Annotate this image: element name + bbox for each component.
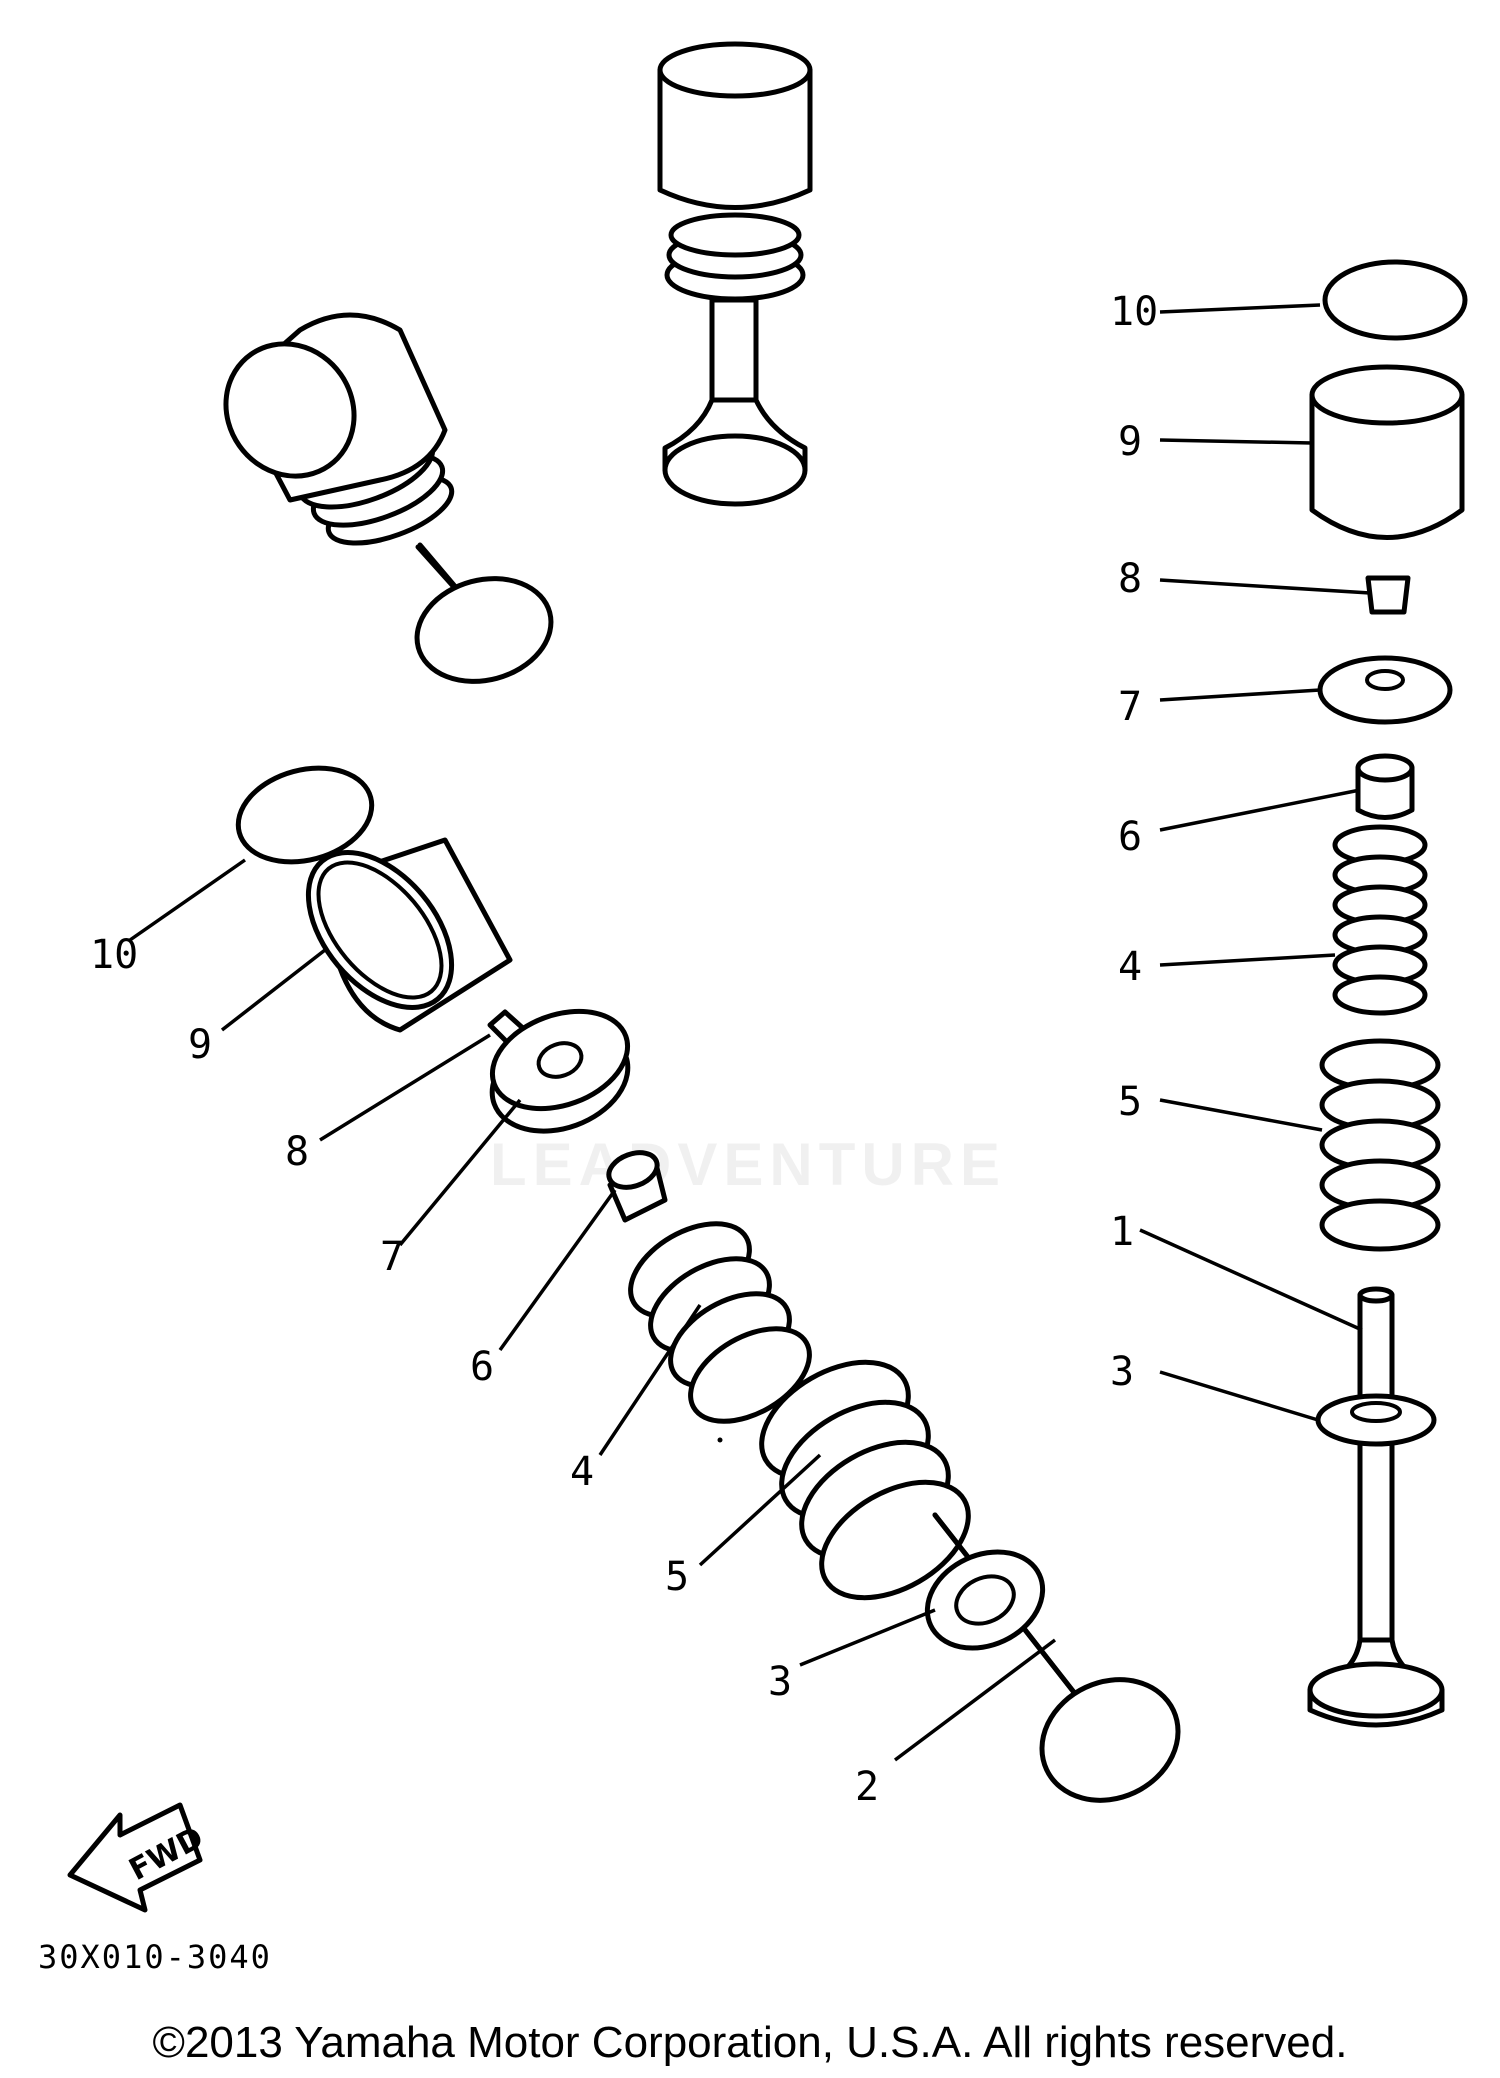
callout-2-left: 2 bbox=[855, 1764, 879, 1810]
callout-5-right: 5 bbox=[1118, 1079, 1142, 1125]
callout-6-right: 6 bbox=[1118, 814, 1142, 860]
fwd-arrow-icon: FWD bbox=[67, 1802, 209, 1913]
spring-5-right bbox=[1319, 1038, 1441, 1252]
callout-9-left: 9 bbox=[188, 1022, 212, 1068]
keeper-8-right bbox=[1365, 575, 1411, 615]
spring-4-right bbox=[1332, 824, 1428, 1016]
callout-4-left: 4 bbox=[570, 1449, 594, 1495]
callout-8-left: 8 bbox=[285, 1129, 309, 1175]
callout-3-left: 3 bbox=[768, 1659, 792, 1705]
copyright-notice: ©2013 Yamaha Motor Corporation, U.S.A. A… bbox=[152, 2018, 1348, 2067]
watermark: LEADVENTURE bbox=[490, 1131, 1007, 1198]
callout-6-left: 6 bbox=[470, 1344, 494, 1390]
drawing-code: 30X010-3040 bbox=[38, 1938, 272, 1976]
callout-7-left: 7 bbox=[380, 1234, 404, 1280]
seat-3-left bbox=[924, 1549, 1046, 1651]
callout-3-right: 3 bbox=[1110, 1349, 1134, 1395]
shim-10-right bbox=[1322, 259, 1468, 341]
left-exploded-parts bbox=[235, 765, 1181, 1803]
callout-7-right: 7 bbox=[1118, 684, 1142, 730]
spring-4-left bbox=[628, 1221, 812, 1424]
callout-10-right: 10 bbox=[1110, 289, 1158, 335]
callout-1-right: 1 bbox=[1110, 1209, 1134, 1255]
callout-labels: 10 9 8 7 6 4 5 3 2 10 9 8 7 6 4 5 1 3 bbox=[90, 289, 1158, 1810]
shim-10-left bbox=[235, 765, 375, 865]
assembled-valve-top bbox=[657, 41, 813, 1443]
callout-5-left: 5 bbox=[665, 1554, 689, 1600]
callout-9-right: 9 bbox=[1118, 419, 1142, 465]
right-exploded-parts bbox=[1307, 259, 1468, 1728]
valve-1-right bbox=[1307, 1286, 1445, 1728]
callout-8-right: 8 bbox=[1118, 556, 1142, 602]
assembled-valve-left bbox=[223, 312, 554, 684]
leader-lines bbox=[129, 303, 1371, 1762]
callout-4-right: 4 bbox=[1118, 944, 1142, 990]
lifter-9-right bbox=[1309, 392, 1465, 540]
callout-10-left: 10 bbox=[90, 932, 138, 978]
spring-5-left bbox=[759, 1359, 971, 1601]
